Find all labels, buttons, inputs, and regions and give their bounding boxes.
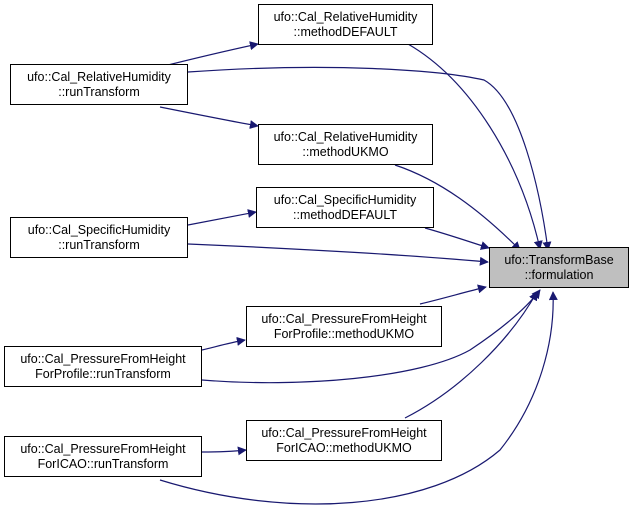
node-label-line1: ufo::Cal_SpecificHumidity [27, 222, 171, 237]
edge-pfh-icao-run-to-pfh-icao-ukmo [201, 446, 247, 456]
edge-rh-run-to-rh-ukmo [159, 106, 259, 130]
node-pressurefromheight-forprofile-methodukmo[interactable]: ufo::Cal_PressureFromHeight ForProfile::… [246, 306, 442, 347]
edge-sh-run-to-target [187, 243, 489, 266]
node-label-line1: ufo::Cal_PressureFromHeight [261, 311, 427, 326]
node-label-line2: ::methodDEFAULT [293, 24, 398, 39]
node-label-line1: ufo::Cal_PressureFromHeight [20, 351, 186, 366]
node-label-line2: ForProfile::runTransform [35, 366, 171, 381]
edge-rh-default-to-target [407, 43, 543, 250]
node-label-line1: ufo::Cal_RelativeHumidity [27, 69, 171, 84]
node-label-line2: ForICAO::methodUKMO [276, 440, 412, 455]
node-specifichumidity-methoddefault[interactable]: ufo::Cal_SpecificHumidity ::methodDEFAUL… [256, 187, 434, 228]
node-transformbase-formulation[interactable]: ufo::TransformBase ::formulation [489, 247, 629, 288]
node-label-line1: ufo::Cal_RelativeHumidity [273, 129, 418, 144]
edge-sh-run-to-sh-default [187, 209, 257, 226]
node-label-line1: ufo::Cal_PressureFromHeight [261, 425, 427, 440]
edge-pfh-prof-run-to-target [201, 289, 541, 384]
node-label-line1: ufo::Cal_RelativeHumidity [273, 9, 418, 24]
node-label-line2: ::methodDEFAULT [293, 207, 397, 222]
edge-pfh-prof-ukmo-to-target [419, 284, 487, 305]
node-label-line2: ForICAO::runTransform [37, 456, 169, 471]
node-pressurefromheight-forprofile-runtransform[interactable]: ufo::Cal_PressureFromHeight ForProfile::… [4, 346, 202, 387]
edge-sh-default-to-target [424, 227, 490, 250]
node-label-line2: ::runTransform [58, 237, 140, 252]
node-label-line2: ForProfile::methodUKMO [273, 326, 415, 341]
node-label-line2: ::formulation [524, 267, 594, 282]
node-specifichumidity-runtransform[interactable]: ufo::Cal_SpecificHumidity ::runTransform [10, 217, 188, 258]
node-label-line1: ufo::Cal_SpecificHumidity [273, 192, 417, 207]
edge-pfh-prof-run-to-pfh-prof-ukmo [201, 336, 246, 351]
node-relativehumidity-methoddefault[interactable]: ufo::Cal_RelativeHumidity ::methodDEFAUL… [258, 4, 433, 45]
edge-rh-run-to-target [187, 66, 552, 251]
node-label-line1: ufo::TransformBase [504, 252, 614, 267]
edge-pfh-icao-run-to-target [159, 291, 558, 505]
edge-pfh-icao-ukmo-to-target [404, 291, 538, 419]
edge-rh-run-to-rh-default [159, 41, 259, 68]
edge-rh-ukmo-to-target [394, 164, 521, 251]
node-label-line2: ::methodUKMO [302, 144, 389, 159]
node-pressurefromheight-foricao-methodukmo[interactable]: ufo::Cal_PressureFromHeight ForICAO::met… [246, 420, 442, 461]
node-label-line1: ufo::Cal_PressureFromHeight [20, 441, 186, 456]
node-relativehumidity-methodukmo[interactable]: ufo::Cal_RelativeHumidity ::methodUKMO [258, 124, 433, 165]
node-relativehumidity-runtransform[interactable]: ufo::Cal_RelativeHumidity ::runTransform [10, 64, 188, 105]
node-label-line2: ::runTransform [58, 84, 140, 99]
node-pressurefromheight-foricao-runtransform[interactable]: ufo::Cal_PressureFromHeight ForICAO::run… [4, 436, 202, 477]
